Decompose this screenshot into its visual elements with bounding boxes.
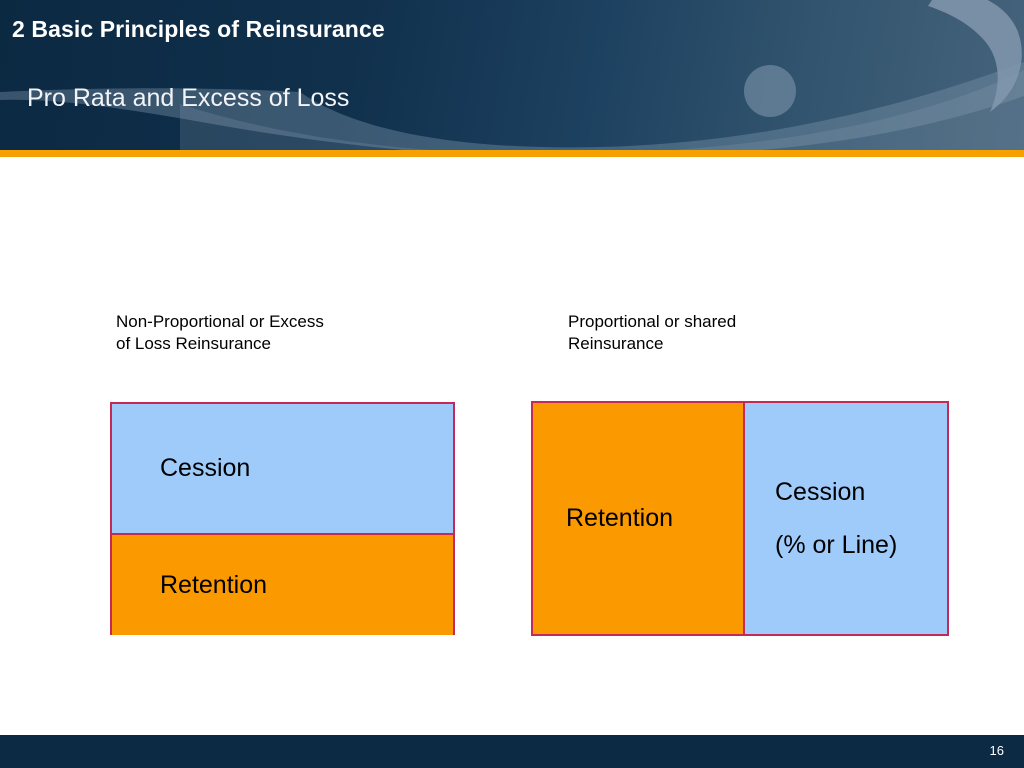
- diagram-proportional: Retention Cession (% or Line): [531, 401, 949, 636]
- diagram-caption-proportional: Proportional or shared Reinsurance: [568, 312, 737, 353]
- slide-header: 2 Basic Principles of Reinsurance Pro Ra…: [0, 0, 1024, 150]
- diagram-non-proportional: Cession Retention: [110, 402, 455, 635]
- segment-label: Retention: [160, 570, 268, 599]
- page-number: 16: [989, 743, 1004, 758]
- segment-label: Cession: [160, 454, 251, 482]
- segment-label: Retention: [566, 504, 674, 532]
- segment-retention-proportional: Retention: [533, 403, 745, 634]
- accent-bar: [0, 150, 1024, 157]
- leaf-shape-icon: [928, 0, 1022, 112]
- segment-cession-proportional: Cession (% or Line): [745, 403, 947, 634]
- circle-accent-icon: [744, 65, 796, 117]
- diagram-caption-non-proportional: Non-Proportional or Excess of Loss Reins…: [116, 312, 324, 353]
- segment-sublabel: (% or Line): [775, 530, 898, 559]
- footer-bar: [0, 735, 1024, 768]
- segment-label: Cession: [775, 477, 866, 506]
- slide-subtitle: Pro Rata and Excess of Loss: [27, 84, 350, 112]
- segment-cession-non-proportional: Cession: [112, 404, 453, 535]
- slide-title: 2 Basic Principles of Reinsurance: [12, 16, 385, 42]
- segment-retention-non-proportional: Retention: [112, 535, 453, 635]
